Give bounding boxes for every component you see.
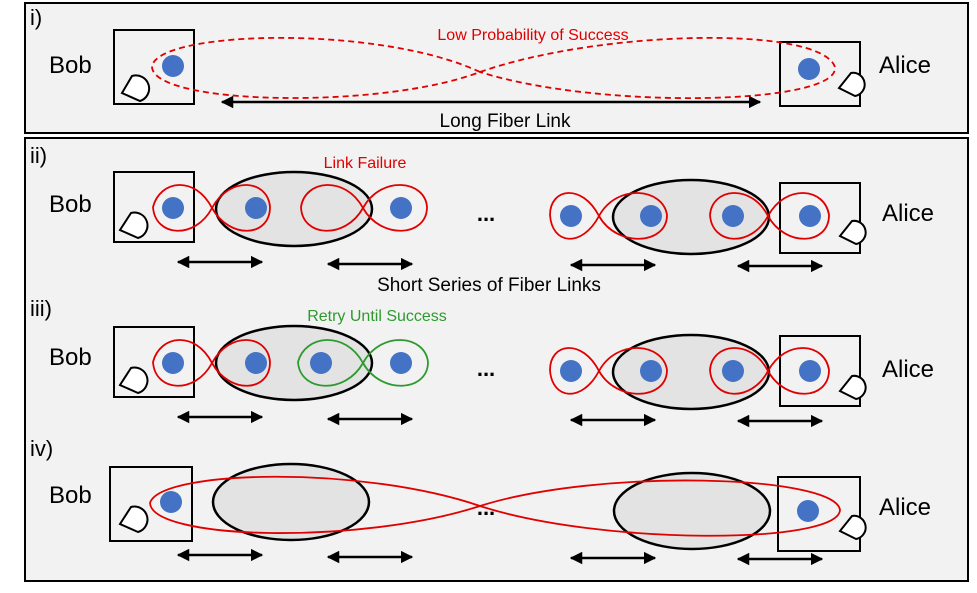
alice-node-box: [777, 476, 861, 552]
bob-node-box: [113, 171, 195, 243]
alice-label: Alice: [882, 200, 934, 227]
end-to-end-entanglement-lobes: [149, 475, 841, 537]
retry-until-success-annotation: Retry Until Success: [307, 308, 447, 325]
short-series-caption: Short Series of Fiber Links: [377, 275, 601, 296]
qubit-icon: [390, 352, 412, 374]
qubit-icon: [722, 205, 744, 227]
entanglement-lobe-pair: [549, 347, 668, 395]
panel-i: i) Bob Alice Low Probability of Success …: [24, 2, 969, 134]
panel-ii: ii) Bob Alice Link Failure ... Short Ser…: [30, 143, 934, 296]
repeater-node-oval: [611, 178, 771, 256]
alice-label: Alice: [879, 52, 931, 79]
failed-link-lobe-pair: [300, 184, 428, 232]
qubit-icon: [640, 205, 662, 227]
alice-qubit-icon: [797, 500, 819, 522]
alice-node-box: [779, 182, 861, 254]
panel-iv: iv) Bob Alice ...: [30, 436, 931, 566]
repeater-node-oval: [612, 471, 772, 551]
repeater-node-oval: [211, 462, 371, 542]
long-entanglement-lobes: [151, 36, 836, 100]
entanglement-lobe-pair: [709, 192, 830, 240]
entanglement-lobe-pair: [152, 184, 271, 232]
bob-detector-icon: [118, 211, 149, 240]
repeater-node-oval: [611, 333, 771, 411]
ellipsis: ...: [477, 356, 495, 381]
qubit-icon: [560, 205, 582, 227]
qubit-icon: [390, 197, 412, 219]
alice-label: Alice: [879, 494, 931, 521]
alice-qubit-icon: [798, 58, 820, 80]
entanglement-lobe-pair: [709, 347, 830, 395]
panel-ii-label: ii): [30, 143, 47, 168]
alice-node-box: [779, 335, 861, 407]
link-failure-annotation: Link Failure: [324, 155, 407, 172]
bob-label: Bob: [49, 191, 92, 218]
entanglement-lobe-pair: [549, 192, 668, 240]
qubit-icon: [640, 360, 662, 382]
repeater-node-oval: [214, 324, 374, 402]
panel-iii-label: iii): [30, 296, 52, 321]
entanglement-lobe-pair: [152, 339, 271, 387]
panel-iii: iii) Bob Alice Retry Until Success ...: [30, 296, 934, 428]
qubit-icon: [162, 352, 184, 374]
qubit-icon: [560, 360, 582, 382]
bob-node-box: [109, 466, 193, 542]
bob-label: Bob: [49, 52, 92, 79]
qubit-icon: [245, 197, 267, 219]
bob-label: Bob: [49, 344, 92, 371]
bob-qubit-icon: [160, 491, 182, 513]
repeater-node-oval: [214, 170, 374, 248]
qubit-icon: [162, 197, 184, 219]
bob-detector-icon: [120, 74, 151, 103]
qubit-icon: [722, 360, 744, 382]
alice-detector-icon: [838, 374, 867, 401]
alice-label: Alice: [882, 356, 934, 383]
bob-node-box: [113, 29, 195, 105]
qubit-icon: [799, 205, 821, 227]
bob-node-box: [113, 326, 195, 398]
retry-link-lobe-pair: [297, 339, 429, 387]
ellipsis: ...: [477, 201, 495, 226]
panel-i-label: i): [30, 5, 42, 30]
panel-iv-label: iv): [30, 436, 53, 461]
bob-detector-icon: [118, 505, 149, 534]
qubit-icon: [310, 352, 332, 374]
alice-detector-icon: [838, 219, 867, 246]
bob-detector-icon: [118, 366, 149, 395]
long-fiber-caption: Long Fiber Link: [440, 111, 571, 132]
bob-qubit-icon: [162, 55, 184, 77]
alice-detector-icon: [838, 514, 867, 541]
low-probability-annotation: Low Probability of Success: [437, 27, 628, 44]
bob-label: Bob: [49, 482, 92, 509]
alice-detector-icon: [837, 71, 866, 98]
qubit-icon: [799, 360, 821, 382]
qubit-icon: [245, 352, 267, 374]
